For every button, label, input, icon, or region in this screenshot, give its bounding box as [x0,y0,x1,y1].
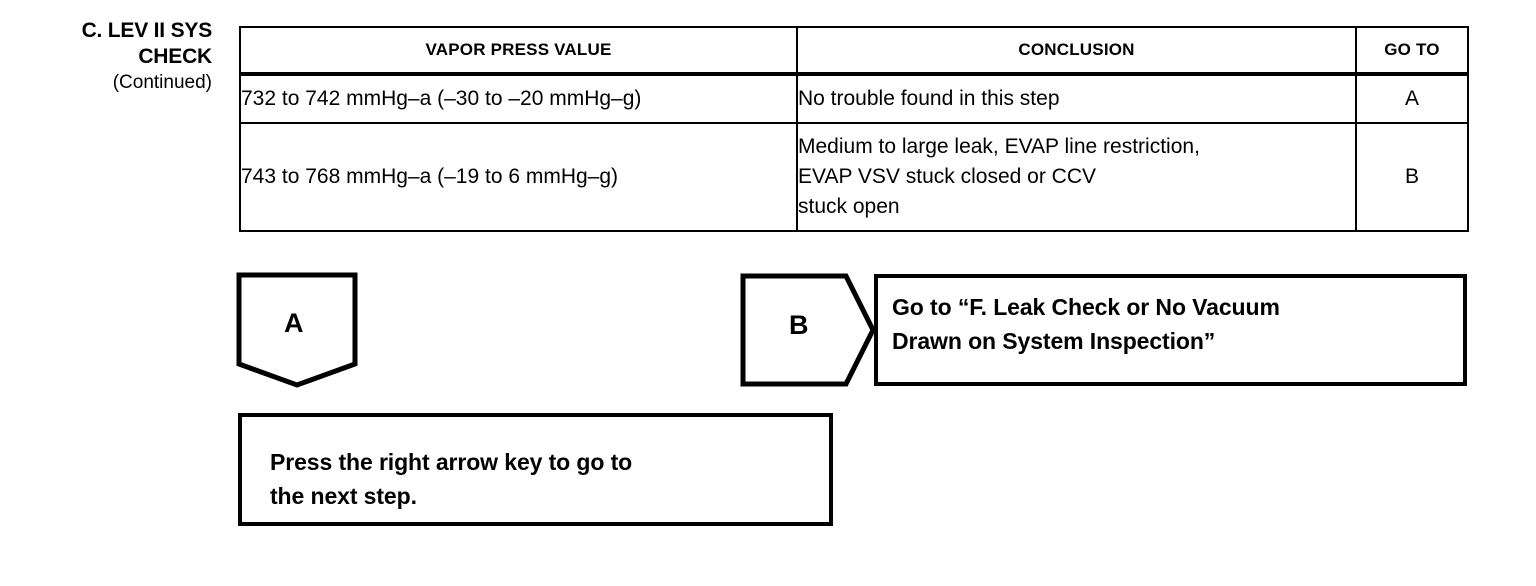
conclusion-2-line-2: EVAP VSV stuck closed or CCV [798,165,1097,188]
cell-vapor-press-value-2: 743 to 768 mmHg–a (–19 to 6 mmHg–g) [239,122,798,232]
step-title-line-1: C. LEV II SYS [81,19,213,42]
connector-b-shape [740,273,876,387]
goto-instruction-line-2: Drawn on System Inspection” [892,328,1216,354]
goto-instruction-box: Go to “F. Leak Check or No Vacuum Drawn … [874,274,1467,386]
cell-go-to-1: A [1355,73,1469,124]
conclusion-1-line-1: No trouble found in this step [798,87,1060,110]
conclusion-2-line-1: Medium to large leak, EVAP line restrict… [798,135,1200,158]
cell-go-to-2: B [1355,122,1469,232]
table-row: 732 to 742 mmHg–a (–30 to –20 mmHg–g) No… [239,73,1469,124]
column-header-vapor-press-value: VAPOR PRESS VALUE [239,26,798,76]
step-title-continued: (Continued) [112,72,212,93]
cell-conclusion-1: No trouble found in this step [796,73,1357,124]
table-row: 743 to 768 mmHg–a (–19 to 6 mmHg–g) Medi… [239,122,1469,232]
conclusion-2-line-3: stuck open [798,195,900,218]
press-instruction-line-2: the next step. [270,483,417,509]
press-instruction-line-1: Press the right arrow key to go to [270,449,633,475]
cell-conclusion-2: Medium to large leak, EVAP line restrict… [796,122,1357,232]
goto-instruction-line-1: Go to “F. Leak Check or No Vacuum [892,294,1280,320]
step-title: C. LEV II SYS CHECK (Continued) [0,18,213,96]
step-title-line-2: CHECK [138,45,212,68]
connector-a-label: A [284,308,304,338]
connector-b-label: B [789,310,809,340]
column-header-conclusion: CONCLUSION [796,26,1357,76]
column-header-go-to: GO TO [1355,26,1469,76]
connector-a-shape [236,272,358,388]
decision-table: VAPOR PRESS VALUE CONCLUSION GO TO 732 t… [239,26,1469,232]
press-arrow-key-box: Press the right arrow key to go to the n… [238,413,833,526]
cell-vapor-press-value-1: 732 to 742 mmHg–a (–30 to –20 mmHg–g) [239,73,798,124]
table-header-row: VAPOR PRESS VALUE CONCLUSION GO TO [239,26,1469,76]
